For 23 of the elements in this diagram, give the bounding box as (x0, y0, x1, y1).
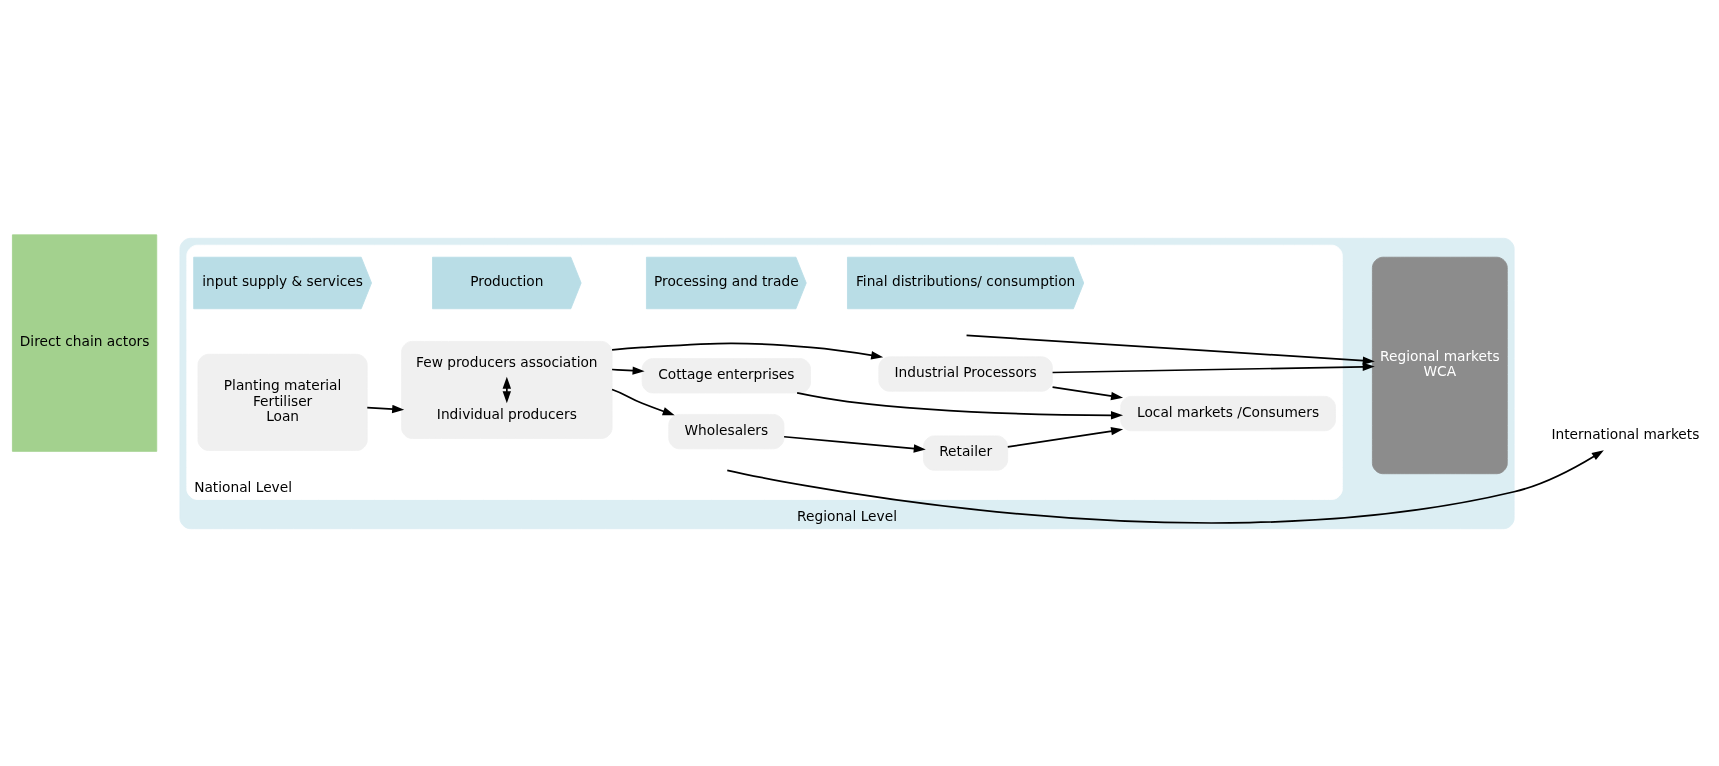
arrow (366, 404, 405, 413)
arrow (965, 334, 1375, 371)
arrow (611, 341, 884, 359)
node-box: Retailer (923, 435, 1009, 471)
node-text: Individual producers (436, 405, 577, 422)
node-box: Planting material Fertiliser Loan (197, 353, 368, 451)
node-box: Cottage enterprises (641, 357, 811, 393)
arrow (1006, 426, 1124, 448)
node-box: Regional markets WCA (1371, 256, 1508, 474)
arrow (783, 435, 926, 453)
arrow (1051, 355, 1375, 373)
node-text: International markets (1551, 425, 1700, 442)
arrow (611, 388, 675, 415)
arrow (726, 449, 1604, 523)
cluster (401, 340, 613, 439)
node-box: Wholesalers (668, 413, 785, 449)
arrow (796, 391, 1124, 419)
node-box: Local markets /Consumers (1120, 395, 1336, 431)
arrow (1051, 385, 1124, 400)
node-box: Direct chain actors (12, 233, 158, 452)
node-text: Few producers association (416, 353, 598, 370)
node-box: Industrial Processors (878, 355, 1053, 392)
arrow (611, 365, 645, 375)
